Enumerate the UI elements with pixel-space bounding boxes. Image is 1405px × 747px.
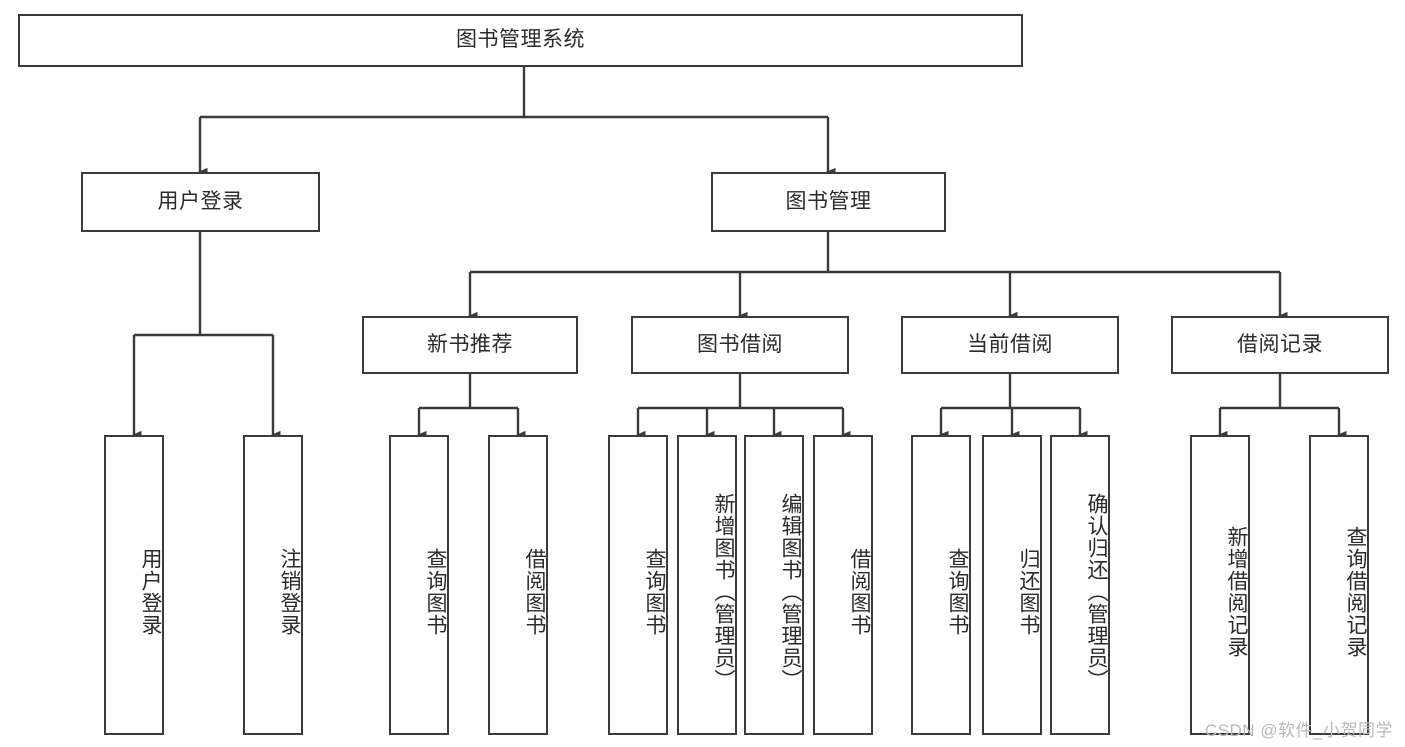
node-leaf-6[interactable]: 新增图书（管理员）	[677, 435, 737, 735]
node-leaf-9[interactable]: 查询图书	[911, 435, 971, 735]
node-records[interactable]: 借阅记录	[1171, 316, 1389, 374]
node-label: 图书借阅	[697, 332, 783, 356]
node-label: 注销登录	[278, 548, 301, 636]
node-label: 借阅图书	[523, 548, 546, 636]
node-leaf-2[interactable]: 注销登录	[243, 435, 303, 735]
node-label: 当前借阅	[967, 332, 1053, 356]
node-label: 新书推荐	[427, 332, 513, 356]
node-label: 新增图书（管理员）	[712, 493, 735, 691]
node-label: 借阅图书	[848, 548, 871, 636]
node-leaf-5[interactable]: 查询图书	[608, 435, 668, 735]
node-current[interactable]: 当前借阅	[901, 316, 1119, 374]
node-leaf-4[interactable]: 借阅图书	[488, 435, 548, 735]
node-label: 确认归还（管理员）	[1085, 493, 1108, 691]
node-label: 图书管理	[785, 189, 872, 213]
node-root[interactable]: 图书管理系统	[18, 14, 1023, 67]
node-leaf-10[interactable]: 归还图书	[982, 435, 1042, 735]
node-label: 查询图书	[946, 548, 969, 636]
node-label: 归还图书	[1017, 548, 1040, 636]
node-label: 用户登录	[139, 548, 162, 636]
node-leaf-12[interactable]: 新增借阅记录	[1190, 435, 1250, 735]
watermark-text: CSDN @软件_小贺同学	[1204, 721, 1393, 740]
node-newbook[interactable]: 新书推荐	[362, 316, 578, 374]
node-leaf-1[interactable]: 用户登录	[104, 435, 164, 735]
node-label: 图书管理系统	[456, 28, 585, 52]
node-borrow[interactable]: 图书借阅	[631, 316, 849, 374]
node-leaf-3[interactable]: 查询图书	[389, 435, 449, 735]
node-bookmgr[interactable]: 图书管理	[711, 172, 946, 232]
node-leaf-13[interactable]: 查询借阅记录	[1309, 435, 1369, 735]
node-label: 查询图书	[643, 548, 666, 636]
node-label: 编辑图书（管理员）	[779, 493, 802, 691]
node-label: 借阅记录	[1237, 332, 1323, 356]
node-label: 新增借阅记录	[1225, 526, 1248, 658]
node-login[interactable]: 用户登录	[81, 172, 320, 232]
node-label: 用户登录	[157, 189, 244, 213]
node-leaf-8[interactable]: 借阅图书	[813, 435, 873, 735]
node-label: 查询借阅记录	[1344, 526, 1367, 658]
node-label: 查询图书	[424, 548, 447, 636]
node-leaf-7[interactable]: 编辑图书（管理员）	[744, 435, 804, 735]
node-leaf-11[interactable]: 确认归还（管理员）	[1050, 435, 1110, 735]
